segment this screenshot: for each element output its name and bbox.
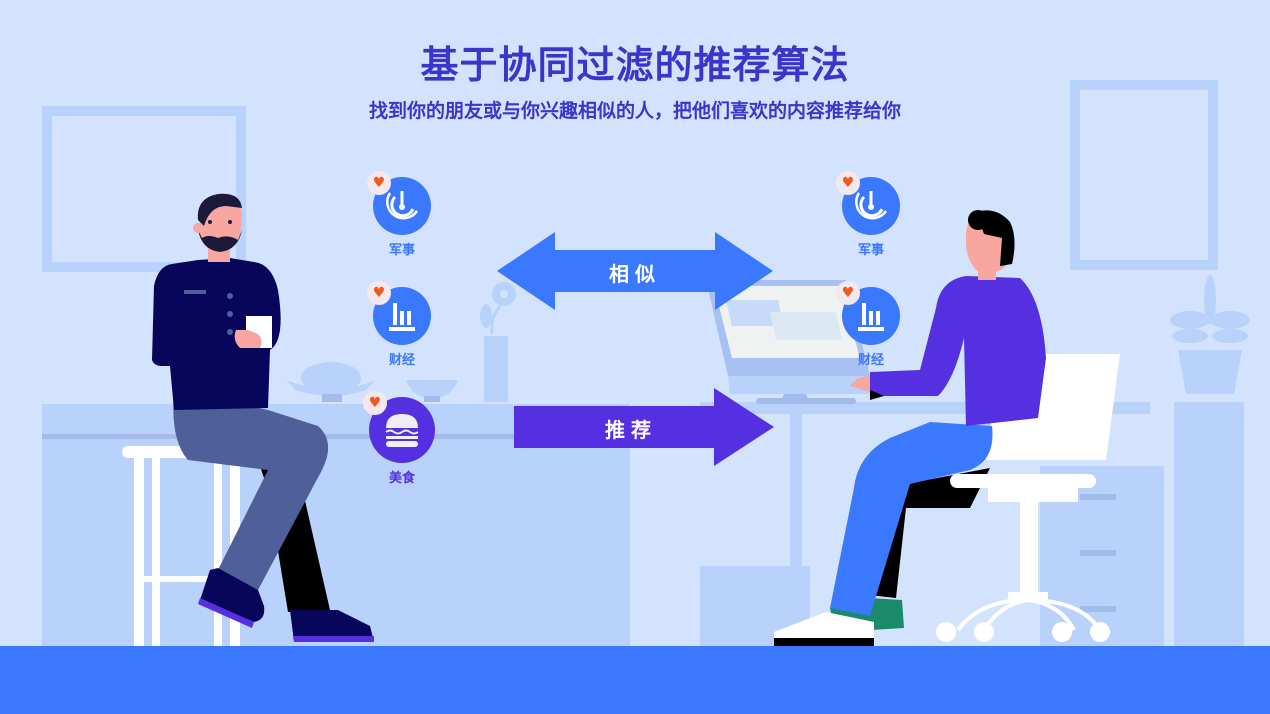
plant-icon	[1170, 275, 1250, 394]
pedestal	[1174, 402, 1244, 646]
heart-badge: ♥	[836, 281, 860, 305]
burger-icon	[385, 414, 419, 447]
bar-chart-icon	[858, 303, 884, 331]
interest-label: 财经	[388, 353, 415, 368]
interest-icon-circle: ♥	[363, 391, 435, 463]
page-title: 基于协同过滤的推荐算法	[420, 43, 850, 87]
flower-vase-icon	[480, 282, 516, 402]
interest-icon-circle: ♥	[367, 171, 431, 235]
heart-badge: ♥	[367, 281, 391, 305]
person-at-desk-illustration	[774, 210, 1120, 646]
monitor-icon	[706, 280, 872, 404]
radar-icon	[386, 191, 419, 220]
heart-icon: ♥	[368, 395, 382, 411]
left-interest-food: ♥ 美食	[363, 391, 437, 486]
heart-icon: ♥	[841, 175, 855, 191]
heart-badge: ♥	[363, 391, 387, 415]
page-subtitle: 找到你的朋友或与你兴趣相似的人，把他们喜欢的内容推荐给你	[368, 100, 901, 122]
small-bowl-icon	[406, 380, 458, 402]
similar-label: 相似	[609, 262, 661, 286]
left-interest-military: ♥ 军事	[367, 171, 437, 258]
interest-icon-circle: ♥	[367, 281, 431, 345]
bowl-icon	[286, 362, 376, 402]
right-interest-finance: ♥ 财经	[836, 281, 906, 368]
recommend-label: 推荐	[605, 418, 657, 442]
drawer-handle	[1080, 494, 1116, 500]
interest-icon-circle: ♥	[836, 281, 900, 345]
wall-frame-left	[42, 106, 246, 272]
right-interest-military: ♥ 军事	[836, 171, 906, 258]
heart-badge: ♥	[367, 171, 391, 195]
drawer-handle	[1080, 606, 1116, 612]
wall-frame-right	[1070, 80, 1218, 270]
counter-edge	[42, 434, 630, 439]
radar-icon	[855, 191, 888, 220]
heart-badge: ♥	[836, 171, 860, 195]
bar-chart-icon	[389, 303, 415, 331]
heart-icon: ♥	[372, 175, 386, 191]
drawer-handle	[1080, 550, 1116, 556]
man-on-stool-illustration	[122, 193, 374, 646]
interest-label: 美食	[388, 471, 415, 486]
interest-label: 军事	[857, 243, 884, 258]
heart-icon: ♥	[841, 285, 855, 301]
floor	[0, 646, 1270, 714]
recommend-arrow-icon	[514, 388, 774, 466]
interest-label: 财经	[857, 353, 884, 368]
interest-icon-circle: ♥	[836, 171, 900, 235]
heart-icon: ♥	[372, 285, 386, 301]
left-interest-finance: ♥ 财经	[367, 281, 437, 368]
similar-double-arrow-icon	[497, 232, 773, 310]
desk-leg	[790, 414, 802, 574]
interest-label: 军事	[388, 243, 415, 258]
